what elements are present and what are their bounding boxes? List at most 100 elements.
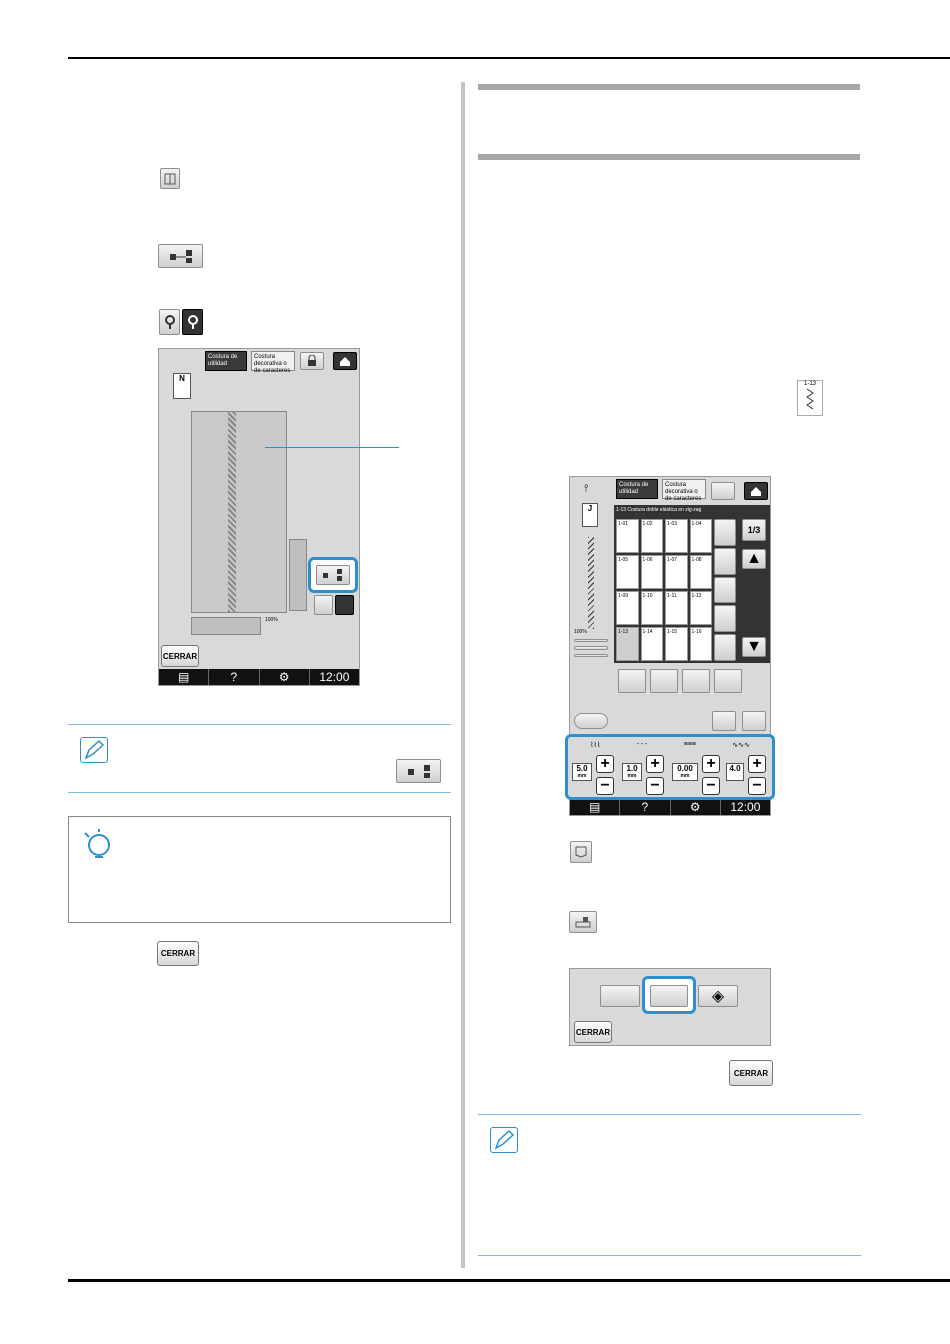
- bobbin-spool-icon: [396, 759, 441, 783]
- stitch-settings-highlight: ⌇⌇⌇ - - - ≡≡≡ ∿∿∿ 5.0 mm + − 1.0 mm + − …: [565, 734, 775, 800]
- length-minus-button[interactable]: −: [646, 777, 664, 795]
- stitch-cell[interactable]: 1-16: [689, 627, 712, 661]
- category-4-icon[interactable]: [714, 605, 736, 633]
- category-1-icon[interactable]: [714, 519, 736, 546]
- pattern-view-icon[interactable]: [712, 711, 736, 731]
- function-1-icon[interactable]: [618, 669, 646, 693]
- side-buttons: [574, 639, 608, 657]
- close-button[interactable]: CERRAR: [574, 1021, 612, 1043]
- reverse-icon[interactable]: [574, 646, 608, 650]
- top-rule: [68, 57, 950, 59]
- lock-icon[interactable]: [711, 482, 735, 500]
- density-number: 4.0: [729, 764, 741, 773]
- length-plus-button[interactable]: +: [646, 755, 664, 773]
- density-minus-button[interactable]: −: [748, 777, 766, 795]
- scroll-up-icon[interactable]: ▲: [742, 549, 766, 569]
- stitch-cell[interactable]: 1-05: [616, 555, 639, 589]
- memo-top-rule: [68, 724, 451, 725]
- bobbin-spool-icon: [316, 565, 350, 585]
- density-value: 4.0: [726, 763, 744, 781]
- twin-needle-icon[interactable]: [682, 669, 710, 693]
- stitch-cell[interactable]: 1-09: [616, 591, 639, 625]
- memory-icon[interactable]: [742, 711, 766, 731]
- stitch-cell[interactable]: 1-12: [689, 591, 712, 625]
- category-2-icon[interactable]: [714, 547, 736, 575]
- help-button[interactable]: ?: [209, 669, 260, 685]
- edit-icon[interactable]: [714, 669, 742, 693]
- stitch-cell[interactable]: 1-11: [665, 591, 688, 625]
- zoom-out-icon[interactable]: [335, 595, 354, 615]
- stitch-preview-area: [191, 411, 287, 613]
- mirror-icon[interactable]: [650, 669, 678, 693]
- width-minus-button[interactable]: −: [596, 777, 614, 795]
- settings-icon[interactable]: ⚙: [671, 799, 721, 815]
- stitch-icon-label: 1-13: [803, 381, 816, 387]
- dialog-option-1-icon[interactable]: [600, 985, 640, 1007]
- scroll-down-icon[interactable]: ▼: [742, 637, 766, 657]
- memo-bottom-rule: [68, 792, 451, 793]
- tab-utility[interactable]: Costura de utilidad: [205, 351, 247, 371]
- width-value: 5.0 mm: [572, 763, 592, 781]
- tab-decorative[interactable]: Costura decorativa o de caracteres: [662, 479, 706, 502]
- tension-plus-button[interactable]: +: [702, 755, 720, 773]
- width-plus-button[interactable]: +: [596, 755, 614, 773]
- density-plus-button[interactable]: +: [748, 755, 766, 773]
- zoom-icons: [314, 595, 354, 615]
- menu-icon[interactable]: ▤: [570, 799, 621, 815]
- stitch-cell[interactable]: 1-06: [640, 555, 663, 589]
- category-5-icon[interactable]: [714, 634, 736, 661]
- bobbin-spool-icon: [158, 244, 203, 268]
- stitch-category-column: [714, 519, 736, 661]
- tab-decorative[interactable]: Costura decorativa o de caracteres: [251, 351, 295, 374]
- close-button[interactable]: CERRAR: [729, 1060, 773, 1086]
- density-icon: ∿∿∿: [732, 742, 750, 749]
- needle-icon: ⫯: [584, 483, 589, 494]
- close-button[interactable]: CERRAR: [157, 941, 199, 966]
- zoom-level: 100%: [265, 617, 278, 623]
- stitch-cell[interactable]: 1-03: [665, 519, 688, 553]
- stitch-cell[interactable]: 1-01: [616, 519, 639, 553]
- dialog-option-2-highlight[interactable]: [642, 976, 696, 1014]
- lightbulb-icon: [83, 829, 115, 871]
- stitch-cell[interactable]: 1-08: [689, 555, 712, 589]
- needle-position-icon[interactable]: [574, 639, 608, 643]
- category-3-icon[interactable]: [714, 576, 736, 604]
- stitch-cell[interactable]: 1-15: [665, 627, 688, 661]
- home-icon[interactable]: [744, 482, 768, 500]
- width-number: 5.0: [576, 764, 588, 773]
- stitch-cell[interactable]: 1-04: [689, 519, 712, 553]
- stitch-cell[interactable]: 1-10: [640, 591, 663, 625]
- presser-foot-icon: J: [582, 503, 598, 527]
- pivot-icon[interactable]: [574, 713, 608, 729]
- tab-utility[interactable]: Costura de utilidad: [616, 479, 658, 499]
- stitch-cell[interactable]: 1-14: [640, 627, 663, 661]
- tension-minus-button[interactable]: −: [702, 777, 720, 795]
- length-value: 1.0 mm: [622, 763, 642, 781]
- bobbin-button-highlight[interactable]: [308, 557, 358, 593]
- setting-headers: ⌇⌇⌇ - - - ≡≡≡ ∿∿∿: [572, 741, 768, 749]
- stitch-cell[interactable]: 1-13: [616, 627, 639, 661]
- horizontal-scrollbar[interactable]: [191, 617, 261, 635]
- settings-icon[interactable]: ⚙: [260, 669, 310, 685]
- stitch-cell[interactable]: 1-07: [665, 555, 688, 589]
- memory-icon: [570, 841, 592, 863]
- dialog-option-3-icon[interactable]: ◈: [698, 985, 738, 1007]
- vertical-scrollbar[interactable]: [289, 539, 307, 611]
- page-number: 1: [747, 525, 753, 535]
- scissors-icon[interactable]: [574, 653, 608, 657]
- length-control: 1.0 mm + −: [622, 755, 670, 797]
- lock-icon[interactable]: [300, 352, 324, 370]
- stitch-cell[interactable]: 1-02: [640, 519, 663, 553]
- menu-icon[interactable]: ▤: [159, 669, 210, 685]
- tension-number: 0.00: [677, 764, 693, 773]
- clock: 12:00: [319, 670, 350, 684]
- close-button[interactable]: CERRAR: [161, 645, 199, 667]
- help-button[interactable]: ?: [620, 799, 671, 815]
- image-key-icon: [569, 911, 597, 933]
- zoom-in-icon[interactable]: [314, 595, 333, 615]
- tension-unit: mm: [680, 773, 690, 779]
- stitch-preview-screen: Costura de utilidad Costura decorativa o…: [158, 348, 360, 686]
- zoom-out-icon: [182, 309, 203, 335]
- home-icon[interactable]: [333, 352, 357, 370]
